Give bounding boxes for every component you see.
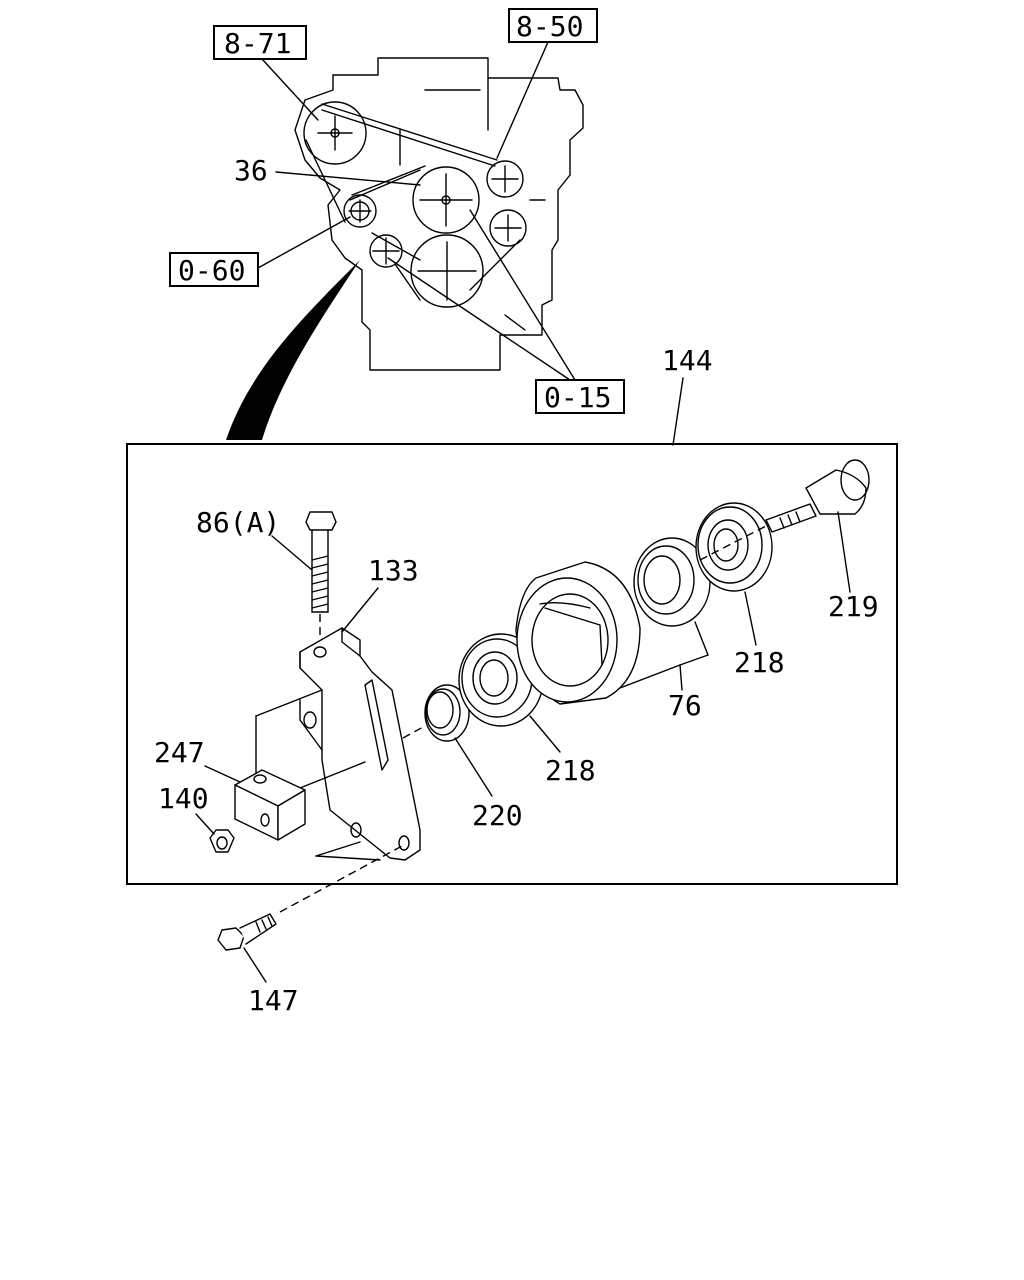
detail-pointer-arrow [226, 260, 360, 440]
seal-220 [424, 684, 470, 742]
part-label-133: 133 [368, 554, 419, 587]
ref-box-8-50[interactable]: 8-50 [508, 8, 598, 43]
nut-140 [209, 829, 235, 853]
part-label-144: 144 [662, 344, 713, 377]
part-label-76: 76 [668, 689, 702, 722]
pulley-right-upper [486, 160, 524, 198]
part-label-147: 147 [248, 984, 299, 1017]
part-label-218-front: 218 [545, 754, 596, 787]
part-label-36: 36 [234, 154, 268, 187]
ref-box-8-71[interactable]: 8-71 [213, 25, 307, 60]
part-label-247: 247 [154, 736, 205, 769]
bracket-133 [299, 627, 421, 861]
svg-text:0-15: 0-15 [544, 381, 611, 414]
block-247 [234, 769, 306, 841]
pulley-right-lower [489, 209, 527, 247]
belt-upper [321, 103, 498, 161]
part-label-218-rear: 218 [734, 646, 785, 679]
shaft-219 [765, 459, 870, 533]
idler-pulley-76 [515, 561, 641, 705]
idler-pulley-lower [369, 234, 403, 268]
idler-pulley-left [343, 194, 377, 228]
bearing-218-rear [695, 502, 773, 592]
part-label-219: 219 [828, 590, 879, 623]
svg-text:8-50: 8-50 [516, 10, 583, 43]
part-label-220: 220 [472, 799, 523, 832]
svg-text:0-60: 0-60 [178, 254, 245, 287]
svg-text:8-71: 8-71 [224, 27, 291, 60]
ref-box-0-60[interactable]: 0-60 [169, 252, 259, 287]
bolt-86a [305, 511, 337, 640]
detail-frame-144 [126, 443, 898, 885]
ref-box-0-15[interactable]: 0-15 [535, 379, 625, 414]
part-label-86a: 86(A) [196, 506, 280, 539]
part-label-140: 140 [158, 782, 209, 815]
pulley-crank-upper [412, 166, 480, 234]
belt-left [305, 139, 346, 223]
engine-overview [294, 57, 584, 371]
pulley-top-left [303, 101, 367, 165]
bolt-147 [217, 845, 403, 951]
pulley-crank-lower [410, 234, 484, 308]
